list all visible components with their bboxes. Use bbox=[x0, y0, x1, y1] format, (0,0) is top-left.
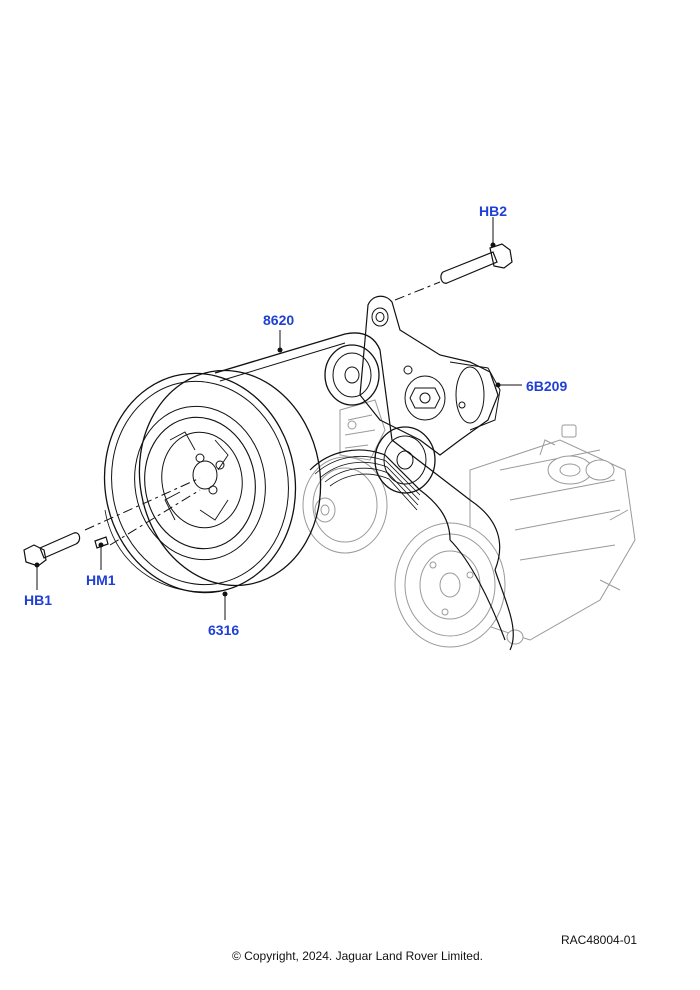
engine-bracket-drawing bbox=[339, 399, 386, 461]
bolt-hb1-drawing bbox=[23, 477, 201, 590]
bolt-hb2-drawing bbox=[394, 217, 513, 301]
copyright-notice: © Copyright, 2024. Jaguar Land Rover Lim… bbox=[232, 949, 483, 963]
callout-hb1[interactable]: HB1 bbox=[24, 592, 53, 608]
callout-hb2[interactable]: HB2 bbox=[479, 203, 508, 219]
callout-hm1[interactable]: HM1 bbox=[86, 572, 116, 588]
dowel-hm1-drawing bbox=[94, 536, 109, 570]
drive-belt-drawing bbox=[214, 332, 514, 651]
leader-lines bbox=[222, 330, 522, 620]
figure-reference: RAC48004-01 bbox=[561, 933, 638, 947]
belt-tensioner-drawing bbox=[324, 295, 501, 494]
ac-compressor-drawing bbox=[394, 424, 636, 648]
callout-8620[interactable]: 8620 bbox=[263, 312, 295, 328]
water-pump-pulley-drawing bbox=[302, 456, 388, 554]
crankshaft-pulley-drawing bbox=[103, 369, 322, 594]
callout-6b209[interactable]: 6B209 bbox=[526, 378, 568, 394]
callout-6316[interactable]: 6316 bbox=[208, 622, 240, 638]
